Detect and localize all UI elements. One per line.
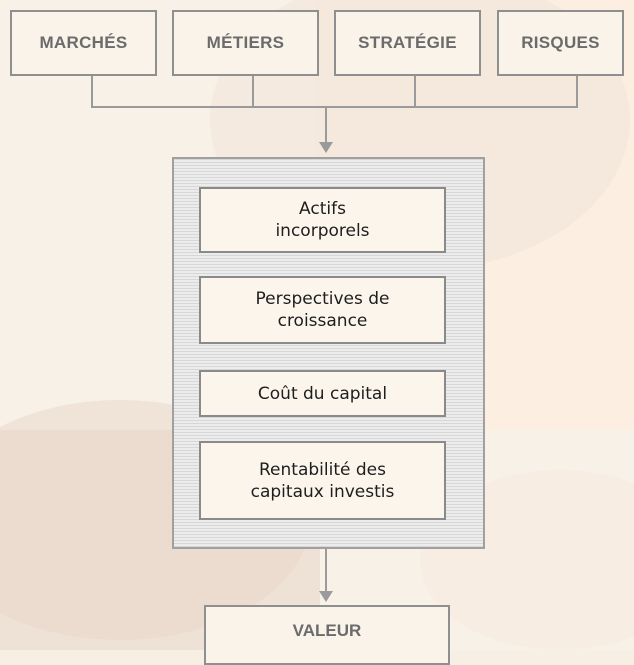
connector-panel-to-valeur [325,549,327,591]
connector-down-to-panel [325,106,327,142]
box-valeur: VALEUR [204,605,450,665]
box-cout-capital: Coût du capital [199,370,446,417]
arrow-to-valeur [319,591,333,602]
valeur-label: VALEUR [292,621,362,640]
connector-risques [576,76,578,108]
box-marches: MARCHÉS [10,10,157,76]
connector-horizontal [91,106,578,108]
connector-marches [91,76,93,108]
connector-strategie [414,76,416,108]
box-rentabilite-capitaux: Rentabilité des capitaux investis [199,441,446,520]
box-strategie: STRATÉGIE [334,10,481,76]
box-risques: RISQUES [497,10,624,76]
arrow-to-panel [319,142,333,153]
connector-metiers [252,76,254,108]
box-perspectives-croissance: Perspectives de croissance [199,276,446,344]
box-actifs-incorporels: Actifs incorporels [199,187,446,253]
box-metiers: MÉTIERS [172,10,319,76]
